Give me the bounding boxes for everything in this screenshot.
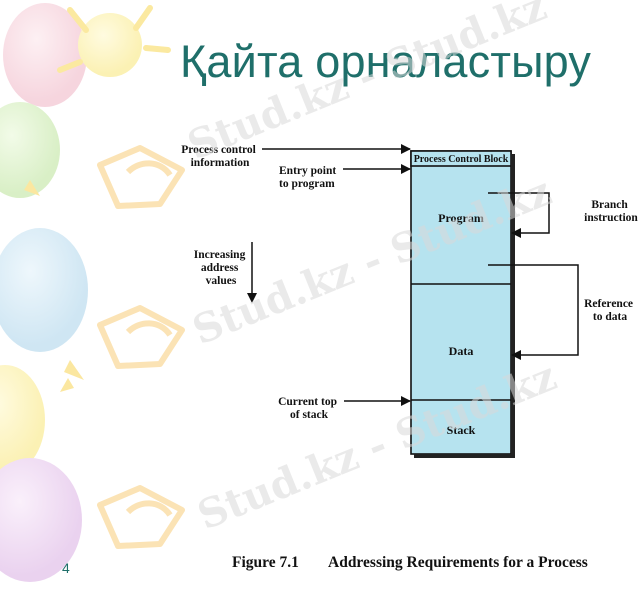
figure-caption: Figure 7.1 Addressing Requirements for a … [232, 554, 588, 572]
process-image-box [410, 150, 512, 455]
increasing-address-label: Increasing address values [194, 249, 248, 287]
slide-title: Қайта орналастыру [180, 36, 592, 87]
sun-shape [57, 5, 171, 77]
program-label: Program [438, 211, 484, 225]
branch-instruction-arrow [488, 192, 550, 238]
bird-shape [97, 485, 185, 549]
stack-label: Stack [447, 423, 476, 437]
sparkle-shape [60, 360, 84, 392]
entry-point-label: Entry point to program [279, 165, 339, 190]
box-shadow [511, 154, 515, 457]
bird-shape [97, 305, 185, 369]
figure-caption-text: Addressing Requirements for a Process [328, 554, 588, 571]
figure-caption-label: Figure 7.1 [232, 554, 299, 571]
balloon-shape [3, 3, 87, 107]
reference-data-label: Reference to data [584, 298, 636, 323]
branch-instruction-label: Branch instruction [584, 199, 638, 224]
sparkle-shape [24, 180, 40, 196]
page-number: 4 [62, 560, 70, 576]
balloon-shape [0, 458, 82, 582]
process-control-info-label: Process control information [181, 144, 259, 169]
box-shadow [414, 454, 515, 458]
current-top-label: Current top of stack [278, 396, 340, 421]
balloon-shape [0, 365, 45, 475]
balloon-shape [0, 102, 60, 198]
bird-shape [97, 145, 185, 209]
pcb-header: Process Control Block [414, 154, 509, 165]
reference-data-arrow [488, 264, 579, 360]
balloon-shape [0, 228, 88, 352]
data-label: Data [449, 344, 474, 358]
